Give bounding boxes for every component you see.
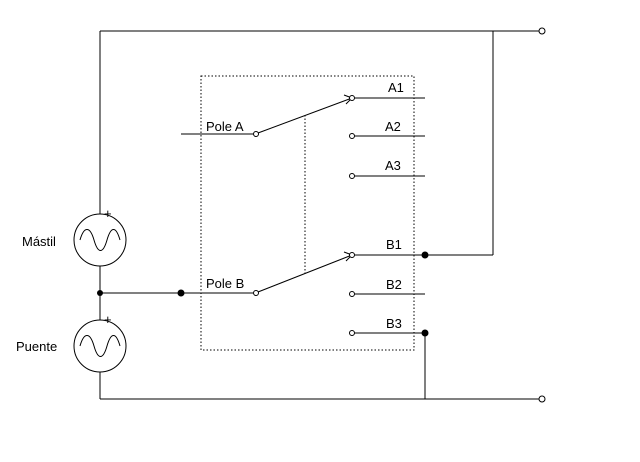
- contact-a1-terminal: [349, 95, 355, 101]
- contact-b2-label: B2: [386, 277, 402, 292]
- switch-enclosure: [200, 75, 415, 351]
- mast-plus-sign: +: [104, 206, 112, 221]
- contact-b3-terminal: [349, 330, 355, 336]
- contact-a2-label: A2: [385, 119, 401, 134]
- contact-a3-label: A3: [385, 158, 401, 173]
- contact-b1-terminal: [349, 252, 355, 258]
- top-output-terminal: [538, 27, 546, 35]
- bridge-source: [73, 319, 127, 373]
- mast-label: Mástil: [22, 234, 56, 249]
- contact-a3-terminal: [349, 173, 355, 179]
- contact-b3-label: B3: [386, 316, 402, 331]
- pole-a-terminal: [253, 131, 259, 137]
- contact-a1-label: A1: [388, 80, 404, 95]
- contact-a2-terminal: [349, 133, 355, 139]
- pole-b-label: Pole B: [206, 276, 244, 291]
- bridge-plus-sign: +: [104, 312, 112, 327]
- junction-dot-left: [97, 290, 103, 296]
- bridge-label: Puente: [16, 339, 57, 354]
- contact-b2-terminal: [349, 291, 355, 297]
- pole-a-label: Pole A: [206, 119, 244, 134]
- bottom-output-terminal: [538, 395, 546, 403]
- pole-b-blade: [257, 254, 353, 293]
- mast-source: [73, 213, 127, 267]
- junction-dot-b1: [421, 251, 429, 259]
- contact-b1-label: B1: [386, 237, 402, 252]
- pole-b-terminal: [253, 290, 259, 296]
